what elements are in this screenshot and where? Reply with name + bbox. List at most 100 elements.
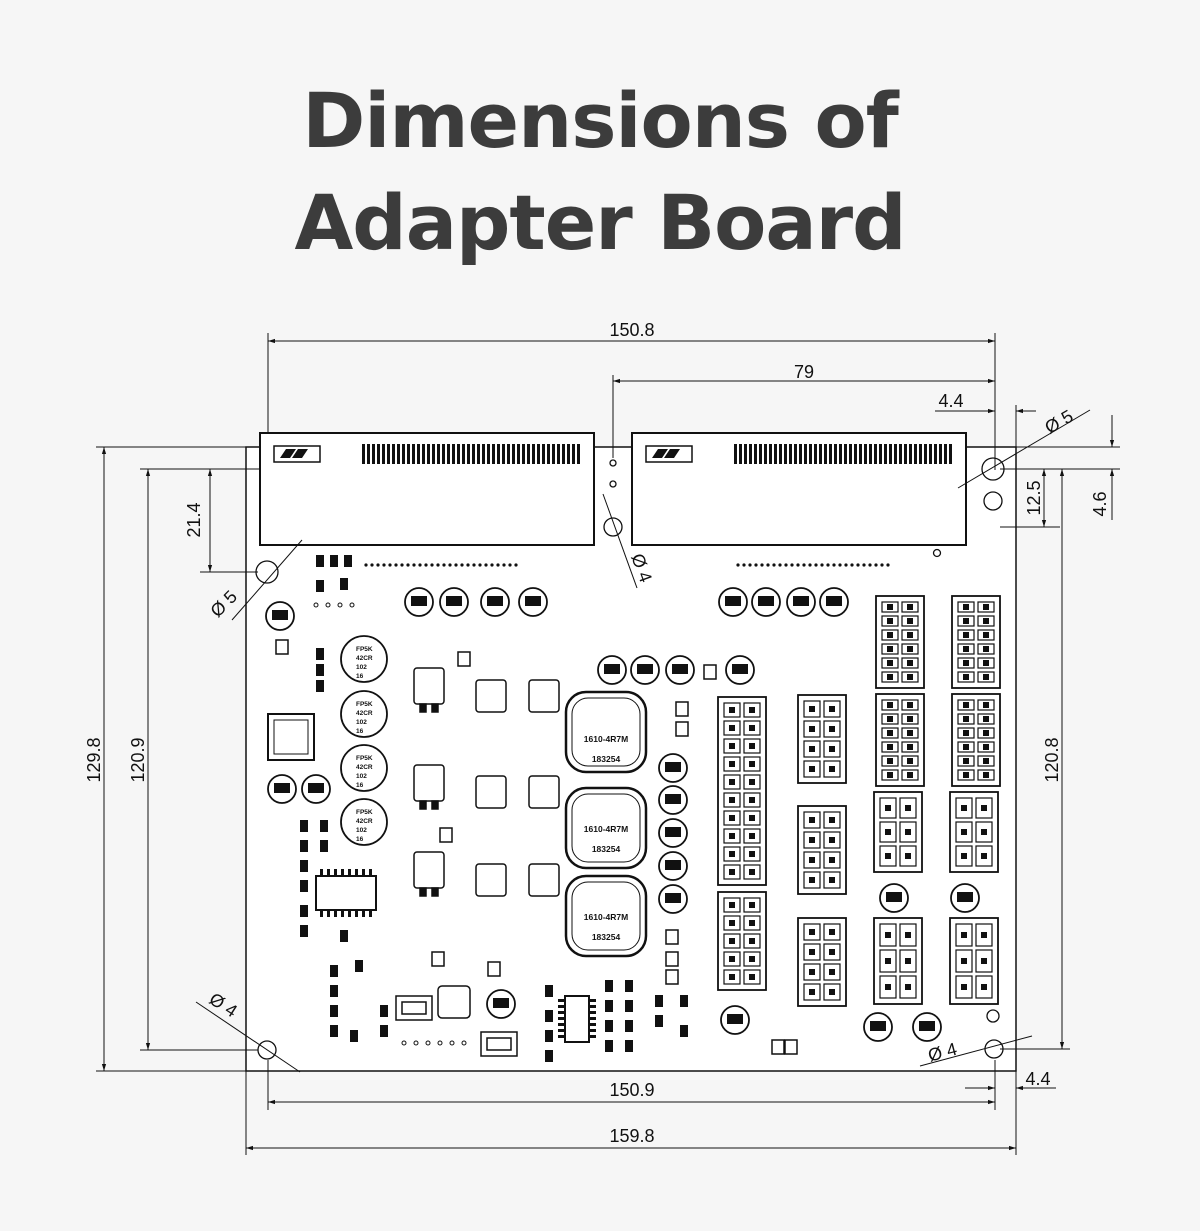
resistor [300, 820, 308, 832]
capacitor-mark [272, 610, 288, 620]
via-dot [466, 563, 470, 567]
left-inductor [267, 713, 315, 761]
ic-pin [355, 869, 358, 876]
via-dot [514, 563, 518, 567]
connector-pin [557, 444, 560, 464]
soic-chip-left [315, 869, 377, 917]
via-dot [382, 563, 386, 567]
dim-bottom-right-offset: 4.4 [1025, 1069, 1050, 1089]
connector-pin [734, 444, 737, 464]
connector-pin [749, 974, 755, 980]
connector-pin [963, 674, 969, 680]
via-dot [412, 563, 416, 567]
connector-pin [809, 746, 815, 752]
via-dot [424, 563, 428, 567]
connector-pin [899, 444, 902, 464]
connector-pin [983, 660, 989, 666]
connector-pin [729, 725, 735, 731]
smd-part [487, 961, 501, 977]
connector-pin [983, 744, 989, 750]
ic-pin [320, 910, 323, 917]
via-dot [844, 563, 848, 567]
test-pad [313, 602, 319, 608]
connector-pin [879, 444, 882, 464]
connector-pin [963, 632, 969, 638]
via-dot [808, 563, 812, 567]
cap-label-2d: 16 [356, 728, 364, 735]
cap-label-4a: FP5K [356, 809, 373, 816]
via-dot [418, 563, 422, 567]
resistor [300, 860, 308, 872]
via-dot [496, 563, 500, 567]
connector-pin [894, 444, 897, 464]
page-title: Dimensions of Adapter Board [0, 70, 1200, 274]
connector-pin [981, 932, 987, 938]
connector-left [259, 432, 595, 546]
connector-pin [961, 829, 967, 835]
dim-connector-span: 79 [794, 362, 814, 382]
connector-pin [887, 618, 893, 624]
ic-pin [589, 1035, 596, 1038]
capacitor-mark [665, 762, 681, 772]
connector-pin [749, 761, 755, 767]
connector-pin [729, 761, 735, 767]
connector-pin [749, 902, 755, 908]
connector-pin [907, 772, 913, 778]
smd-part [703, 664, 717, 680]
connector-pin [729, 743, 735, 749]
connector-pin [887, 758, 893, 764]
dim-left-overall-height: 129.8 [84, 737, 104, 782]
connector-pin [382, 444, 385, 464]
capacitor-mark [525, 596, 541, 606]
resistor [320, 840, 328, 852]
via-dot [406, 563, 410, 567]
ic-pin [362, 910, 365, 917]
resistor [330, 965, 338, 977]
connector-pin [387, 444, 390, 464]
connector-pin [907, 758, 913, 764]
cap-label-3d: 16 [356, 782, 364, 789]
ic-pin [589, 1017, 596, 1020]
test-pad [349, 602, 355, 608]
dim-top-overall: 150.8 [609, 320, 654, 340]
connector-pin [907, 730, 913, 736]
connector-pin [907, 618, 913, 624]
connector-pin [849, 444, 852, 464]
connector-pin [729, 902, 735, 908]
inductor-3-label-1: 1610-4R7M [584, 912, 628, 922]
dim-bottom-hole-spacing: 150.9 [609, 1080, 654, 1100]
connector-pin [542, 444, 545, 464]
connector-pin [729, 797, 735, 803]
connector-pin [739, 444, 742, 464]
connector-pin [929, 444, 932, 464]
connector-pin [487, 444, 490, 464]
connector-pin [907, 660, 913, 666]
capacitor-mark [665, 860, 681, 870]
connector-pin [829, 706, 835, 712]
capacitor-mark [493, 998, 509, 1008]
cap-label-4b: 42CR [356, 818, 373, 825]
inductor-2-label-1: 1610-4R7M [584, 824, 628, 834]
resistor [545, 1010, 553, 1022]
connector-pin [981, 958, 987, 964]
connector-pin [885, 932, 891, 938]
connector-pin [839, 444, 842, 464]
cap-label-2b: 42CR [356, 710, 373, 717]
via-dot [886, 563, 890, 567]
connector-pin [885, 984, 891, 990]
ic-pin [589, 1005, 596, 1008]
resistor [655, 1015, 663, 1027]
resistor [330, 1025, 338, 1037]
resistor [316, 680, 324, 692]
connector-pin [809, 726, 815, 732]
title-line-2: Adapter Board [294, 178, 906, 267]
via-dot [862, 563, 866, 567]
connector-pin [422, 444, 425, 464]
smd-part [771, 1039, 785, 1055]
connector-pin [983, 772, 989, 778]
capacitor-mark [870, 1021, 886, 1031]
connector-pin [907, 702, 913, 708]
connector-pin [432, 444, 435, 464]
connector-pin [537, 444, 540, 464]
